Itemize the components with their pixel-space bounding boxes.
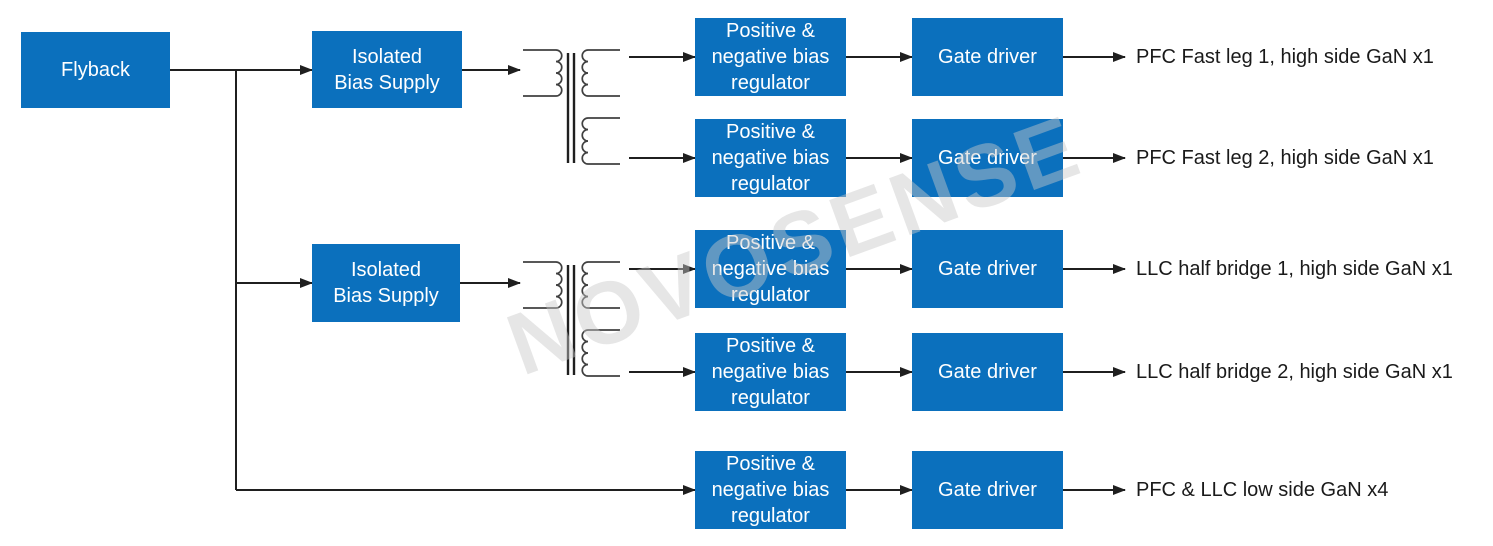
isolated-bias-supply-2-node: Isolated Bias Supply: [312, 244, 460, 322]
connector-flyback-to-bias1-arrow: [170, 69, 312, 71]
connector-transformer2-to-regulator3-arrow: [629, 268, 695, 270]
connector-driver1-to-output1-arrow: [1063, 56, 1125, 58]
label-line: regulator: [731, 505, 810, 527]
label-line: negative bias: [711, 46, 830, 68]
label-line: regulator: [731, 284, 810, 306]
bias-regulator-3-label: Positive & negative bias regulator: [712, 230, 830, 308]
bias-regulator-1-label: Positive & negative bias regulator: [712, 18, 830, 96]
gate-driver-2-label: Gate driver: [938, 147, 1037, 169]
label-line: negative bias: [711, 479, 830, 501]
gate-driver-3-node: Gate driver: [912, 230, 1063, 308]
connector-driver4-to-output4-arrow: [1063, 371, 1125, 373]
bias-regulator-2-label: Positive & negative bias regulator: [712, 119, 830, 197]
connector-regulator1-to-driver1-arrow: [846, 56, 912, 58]
connector-transformer1-to-regulator1-arrow: [629, 56, 695, 58]
connector-transformer1-to-regulator2-arrow: [629, 157, 695, 159]
connector-trunk-to-regulator5-arrow: [236, 489, 695, 491]
bias-regulator-2-node: Positive & negative bias regulator: [695, 119, 846, 197]
connector-bias2-to-transformer2-arrow: [460, 282, 520, 284]
connector-trunk-line: [235, 70, 237, 490]
bias-regulator-5-node: Positive & negative bias regulator: [695, 451, 846, 529]
bias-regulator-3-node: Positive & negative bias regulator: [695, 230, 846, 308]
label-line: Positive &: [726, 232, 815, 254]
transformer-2-icon: [523, 261, 620, 377]
label-line: regulator: [731, 387, 810, 409]
label-line: Isolated: [351, 45, 423, 68]
bias-regulator-4-node: Positive & negative bias regulator: [695, 333, 846, 411]
gate-driver-1-label: Gate driver: [938, 46, 1037, 68]
connector-transformer2-to-regulator4-arrow: [629, 371, 695, 373]
gate-driver-4-node: Gate driver: [912, 333, 1063, 411]
bias-regulator-1-node: Positive & negative bias regulator: [695, 18, 846, 96]
connector-regulator5-to-driver5-arrow: [846, 489, 912, 491]
output-label-1: PFC Fast leg 1, high side GaN x1: [1136, 46, 1434, 68]
output-label-2: PFC Fast leg 2, high side GaN x1: [1136, 147, 1434, 169]
bias-regulator-5-label: Positive & negative bias regulator: [712, 451, 830, 529]
label-line: negative bias: [711, 361, 830, 383]
connector-driver5-to-output5-arrow: [1063, 489, 1125, 491]
flyback-node: Flyback: [21, 32, 170, 108]
gate-driver-4-label: Gate driver: [938, 361, 1037, 383]
connector-driver2-to-output2-arrow: [1063, 157, 1125, 159]
connector-regulator4-to-driver4-arrow: [846, 371, 912, 373]
label-line: Bias Supply: [334, 71, 440, 94]
connector-driver3-to-output3-arrow: [1063, 268, 1125, 270]
output-label-4: LLC half bridge 2, high side GaN x1: [1136, 361, 1453, 383]
gate-driver-5-node: Gate driver: [912, 451, 1063, 529]
connector-trunk-to-bias2-arrow: [236, 282, 312, 284]
connector-regulator2-to-driver2-arrow: [846, 157, 912, 159]
label-line: Bias Supply: [333, 285, 439, 307]
gate-driver-5-label: Gate driver: [938, 479, 1037, 501]
isolated-bias-supply-2-label: Isolated Bias Supply: [333, 257, 439, 309]
connector-bias1-to-transformer1-arrow: [462, 69, 520, 71]
label-line: Positive &: [726, 121, 815, 143]
label-line: Positive &: [726, 453, 815, 475]
label-line: negative bias: [711, 147, 830, 169]
isolated-bias-supply-1-node: Isolated Bias Supply: [312, 31, 462, 108]
label-line: Positive &: [726, 20, 815, 42]
transformer-1-icon: [523, 49, 620, 165]
bias-regulator-4-label: Positive & negative bias regulator: [712, 333, 830, 411]
output-label-5: PFC & LLC low side GaN x4: [1136, 479, 1389, 501]
gate-driver-1-node: Gate driver: [912, 18, 1063, 96]
isolated-bias-supply-1-label: Isolated Bias Supply: [334, 44, 440, 96]
gate-driver-2-node: Gate driver: [912, 119, 1063, 197]
connector-regulator3-to-driver3-arrow: [846, 268, 912, 270]
flyback-label: Flyback: [61, 59, 130, 81]
label-line: regulator: [731, 72, 810, 94]
output-label-3: LLC half bridge 1, high side GaN x1: [1136, 258, 1453, 280]
gate-driver-3-label: Gate driver: [938, 258, 1037, 280]
label-line: regulator: [731, 173, 810, 195]
label-line: Positive &: [726, 335, 815, 357]
label-line: negative bias: [711, 258, 830, 280]
label-line: Isolated: [350, 259, 422, 281]
